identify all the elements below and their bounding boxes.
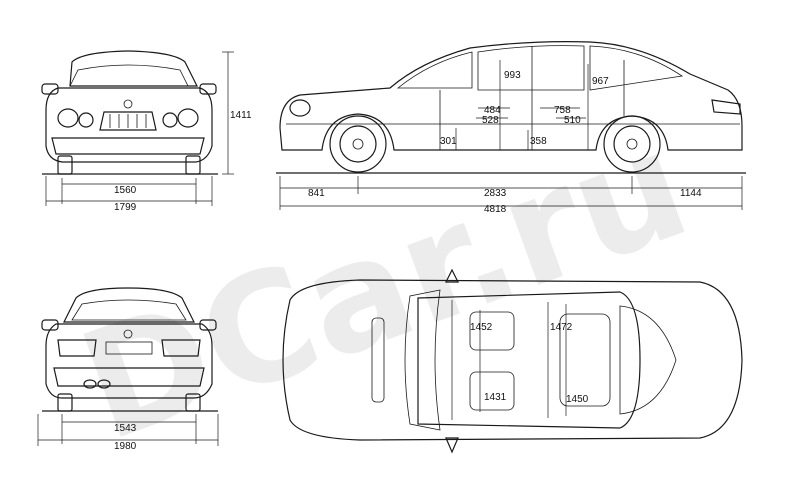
top-rear-shoulder-label: 1472 xyxy=(550,322,573,333)
rear-mirror-left xyxy=(41,319,59,331)
side-view: 993 967 484 528 758 510 301 358 841 2833… xyxy=(276,41,746,215)
front-windshield xyxy=(69,64,189,87)
rear-bench xyxy=(559,313,611,407)
front-view: 1411 1560 1799 xyxy=(41,50,252,213)
front-track-label: 1560 xyxy=(114,185,137,196)
side-taillight xyxy=(711,99,741,115)
top-cabin xyxy=(417,291,641,429)
front-star-emblem xyxy=(123,99,133,109)
rear-window xyxy=(71,299,187,321)
front-tire-right xyxy=(185,155,201,175)
interior-height-rear-label: 967 xyxy=(592,76,609,87)
headlight-right-inner xyxy=(162,112,178,128)
front-seat-dim-a-label: 484 xyxy=(484,105,501,116)
front-mirror-right xyxy=(199,83,217,95)
rear-track-label: 1543 xyxy=(114,423,137,434)
front-overhang-label: 841 xyxy=(308,188,325,199)
taillight-left xyxy=(57,339,97,357)
side-front-window xyxy=(477,45,585,91)
top-front-hip-label: 1431 xyxy=(484,392,507,403)
top-view: 1452 1472 1431 1450 xyxy=(282,268,743,454)
top-front-shoulder-label: 1452 xyxy=(470,322,493,333)
seat-height-label: 358 xyxy=(530,136,547,147)
side-rear-rim xyxy=(613,125,651,163)
taillight-right xyxy=(161,339,201,357)
front-seat-dim-b-label: 528 xyxy=(482,115,499,126)
headlight-left-inner xyxy=(78,112,94,128)
rear-view: 1543 1980 xyxy=(37,287,219,452)
top-body-outline xyxy=(282,279,743,441)
rear-star-emblem xyxy=(123,329,133,339)
rear-bumper xyxy=(53,367,205,387)
rear-plate xyxy=(105,341,153,355)
rear-body xyxy=(45,323,213,399)
front-tire-left xyxy=(57,155,73,175)
exhaust-left xyxy=(83,379,97,389)
front-seat-right xyxy=(469,371,515,411)
front-height-label: 1411 xyxy=(230,110,252,121)
top-mirror-left xyxy=(445,268,459,283)
top-mirror-right xyxy=(445,437,459,454)
headlight-left-outer xyxy=(57,108,79,128)
top-rear-window xyxy=(619,305,677,415)
top-hood-vent xyxy=(371,317,385,403)
front-seat-left xyxy=(469,311,515,351)
overall-length-label: 4818 xyxy=(484,204,507,215)
front-bumper xyxy=(51,137,205,155)
side-body-outline xyxy=(279,41,743,151)
rear-mirror-right xyxy=(199,319,217,331)
rear-width-label: 1980 xyxy=(114,441,137,452)
rear-overhang-label: 1144 xyxy=(680,188,702,199)
rear-tire-left xyxy=(57,393,73,412)
top-rear-hip-label: 1450 xyxy=(566,394,589,405)
rear-seat-dim-b-label: 510 xyxy=(564,115,581,126)
sill-height-label: 301 xyxy=(440,136,457,147)
front-body xyxy=(45,87,213,163)
rear-roof xyxy=(63,287,195,323)
wheelbase-label: 2833 xyxy=(484,188,507,199)
side-rear-tire xyxy=(603,115,661,173)
side-front-rim xyxy=(339,125,377,163)
top-windshield xyxy=(404,289,441,431)
front-grille xyxy=(99,111,157,131)
rear-seat-dim-a-label: 758 xyxy=(554,105,571,116)
side-rear-window xyxy=(589,45,684,91)
exhaust-right xyxy=(97,379,111,389)
interior-height-front-label: 993 xyxy=(504,70,521,81)
side-headlight xyxy=(289,99,311,117)
front-mirror-left xyxy=(41,83,59,95)
front-roof xyxy=(69,50,198,87)
front-width-label: 1799 xyxy=(114,202,137,213)
headlight-right-outer xyxy=(177,108,199,128)
side-front-tire xyxy=(329,115,387,173)
side-windshield xyxy=(396,51,473,89)
